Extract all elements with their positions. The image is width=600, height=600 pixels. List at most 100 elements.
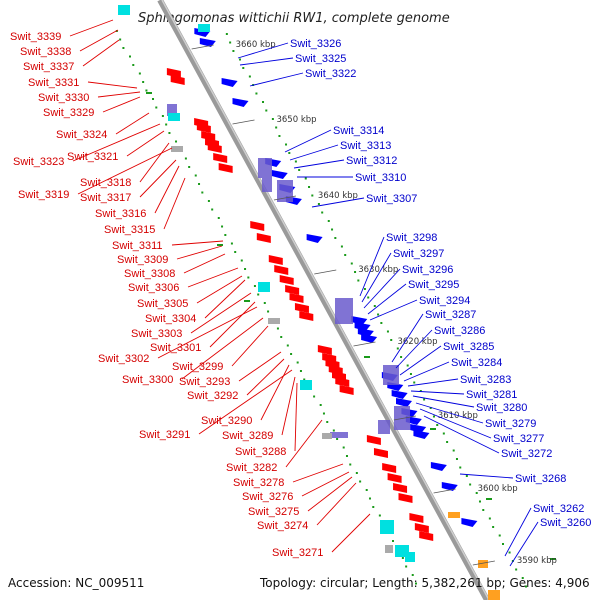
gene-label-forward: Swit_3272 [501,448,552,460]
forward-gene-arrow [232,98,249,107]
grey-feature [322,433,332,439]
gene-label-forward: Swit_3260 [540,517,591,529]
gc-dot [221,225,224,228]
gene-label-forward: Swit_3313 [340,140,391,152]
gene-label-reverse: Swit_3321 [67,151,118,163]
reverse-gene-arrow [250,221,265,231]
gene-label-forward: Swit_3325 [295,53,346,65]
forward-gene-arrow [391,390,408,399]
label-connector [157,306,258,359]
gene-label-reverse: Swit_3289 [222,430,273,442]
feature-block [262,178,272,192]
forward-gene-arrow [413,430,430,439]
gc-dot [303,378,306,381]
gc-dot [390,339,393,341]
gene-label-forward: Swit_3283 [460,374,511,386]
label-connector [285,419,323,468]
reverse-gene-arrow [414,523,429,533]
gc-dot [355,472,358,474]
reverse-gene-arrow [373,448,388,458]
gc-dot [327,220,330,222]
gc-dot [396,347,399,350]
gc-dot [161,115,164,117]
gene-label-reverse: Swit_3329 [43,107,94,119]
label-connector [311,197,365,208]
gene-label-reverse: Swit_3305 [137,298,188,310]
gene-label-reverse: Swit_3318 [80,177,131,189]
gene-label-reverse: Swit_3300 [122,374,173,386]
label-connector [391,313,424,363]
label-connector [412,395,475,408]
gene-label-reverse: Swit_3315 [104,224,155,236]
label-connector [284,129,332,153]
gc-dot [478,500,481,503]
gc-dot [242,67,245,69]
gc-dot [419,390,422,392]
gc-skew-mark [364,356,370,358]
gc-dot [155,106,158,109]
label-connector [407,378,459,387]
gene-label-forward: Swit_3277 [493,433,544,445]
label-connector [395,329,433,369]
gc-dot [475,492,478,494]
label-connector [187,267,239,288]
scale-tick [393,415,416,421]
accession-text: Accession: NC_009511 [8,576,144,590]
forward-strand-labels: Swit_3326Swit_3325Swit_3322Swit_3314Swit… [237,38,591,567]
label-connector [292,463,344,483]
gc-dot [142,81,145,83]
gc-dot [263,302,266,304]
gc-dot [152,98,155,100]
gc-dot [188,166,191,168]
gene-label-forward: Swit_3280 [476,402,527,414]
gc-dot [207,200,210,202]
gc-dot [332,429,335,432]
gene-label-reverse: Swit_3317 [80,192,131,204]
gc-dot [304,177,307,180]
label-connector [139,159,177,198]
label-connector [82,39,120,67]
cyan-feature [198,24,210,32]
forward-gene-arrow [199,38,216,47]
gc-dot [145,89,148,92]
gc-dot [255,92,258,95]
gc-dot [224,234,227,236]
label-connector [331,513,371,553]
gc-dot [262,101,265,103]
reverse-gene-arrow [274,265,289,275]
gc-dot [365,489,368,491]
cyan-feature [258,282,270,292]
gene-label-reverse: Swit_3271 [272,547,323,559]
gene-label-forward: Swit_3307 [366,193,417,205]
scale-label: 3590 kbp [517,556,557,566]
gc-dot [319,404,322,406]
gene-label-reverse: Swit_3302 [98,353,149,365]
gc-dot [373,305,376,307]
scale-label: 3660 kbp [236,40,276,50]
label-connector [369,299,418,321]
label-connector [249,72,304,87]
reverse-gene-arrow [256,233,271,243]
label-connector [181,317,264,380]
gene-label-reverse: Swit_3282 [226,462,277,474]
cyan-feature [405,552,415,562]
reverse-gene-arrow [201,131,216,141]
gene-label-reverse: Swit_3331 [28,77,79,89]
gc-dot [132,64,135,66]
forward-gene-arrow [396,398,412,407]
forward-gene-arrow [361,334,378,343]
orange-feature [478,560,488,568]
gc-dot [340,245,343,248]
gc-dot [409,373,412,375]
grey-feature [171,146,183,152]
gc-dot [455,458,458,460]
reverse-gene-arrow [268,255,283,265]
gc-dot [229,41,232,44]
gc-dot [217,217,220,219]
gene-label-forward: Swit_3285 [443,341,494,353]
gc-dot [405,565,408,568]
label-connector [115,112,150,135]
gene-label-reverse: Swit_3324 [56,129,107,141]
reverse-gene-arrow [339,385,354,395]
label-connector [504,507,532,557]
